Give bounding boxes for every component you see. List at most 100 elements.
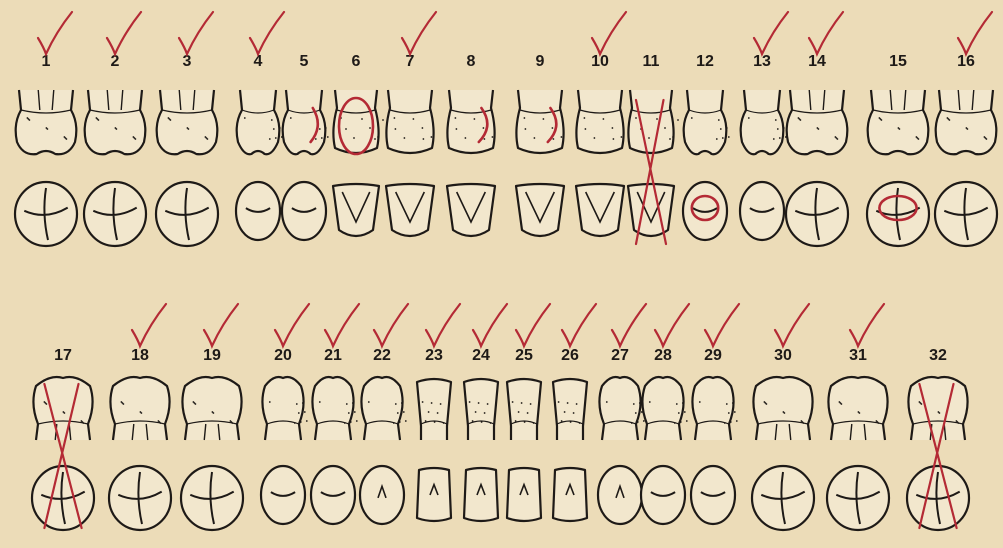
shading-dot	[515, 420, 517, 422]
shading-dot	[682, 402, 684, 404]
shading-dot	[273, 128, 275, 130]
tooth-crown-view	[684, 90, 727, 154]
shading-dot	[160, 422, 162, 424]
shading-dot	[699, 401, 701, 403]
tooth-occlusal-view	[333, 184, 379, 236]
shading-dot	[766, 403, 768, 405]
shading-dot	[269, 401, 271, 403]
shading-dot	[353, 137, 355, 139]
shading-dot	[724, 422, 726, 424]
shading-dot	[135, 138, 137, 140]
shading-dot	[170, 119, 172, 121]
shading-dot	[958, 422, 960, 424]
shading-dot	[304, 411, 306, 413]
shading-dot	[188, 128, 190, 130]
shading-dot	[141, 412, 143, 414]
tooth-crown-view	[753, 377, 812, 440]
shading-dot	[525, 128, 527, 130]
shading-dot	[350, 421, 352, 423]
shading-dot	[319, 128, 321, 130]
shading-dot	[518, 411, 520, 413]
tooth-occlusal-view	[516, 184, 564, 236]
shading-dot	[779, 137, 781, 139]
shading-dot	[232, 422, 234, 424]
shading-dot	[294, 422, 296, 424]
shading-dot	[298, 412, 300, 414]
shading-dot	[939, 412, 941, 414]
tooth-number: 18	[131, 347, 149, 364]
shading-dot	[344, 422, 346, 424]
tooth-crown-view	[868, 90, 929, 154]
tooth-crown-view	[936, 90, 997, 154]
shading-dot	[475, 411, 477, 413]
shading-dot	[425, 420, 427, 422]
shading-dot	[732, 402, 734, 404]
shading-dot	[777, 128, 779, 130]
shading-dot	[527, 412, 529, 414]
shading-dot	[881, 119, 883, 121]
shading-dot	[635, 412, 637, 414]
shading-dot	[878, 422, 880, 424]
shading-dot	[422, 401, 424, 403]
shading-dot	[781, 118, 783, 120]
shading-dot	[325, 127, 327, 129]
shading-dot	[552, 127, 554, 129]
shading-dot	[594, 137, 596, 139]
tooth-crown-view	[110, 377, 169, 440]
tooth-number: 29	[704, 347, 722, 364]
shading-dot	[493, 119, 495, 121]
shading-dot	[354, 411, 356, 413]
shading-dot	[323, 118, 325, 120]
tooth-number: 8	[467, 53, 476, 70]
tooth-number: 17	[54, 347, 72, 364]
shading-dot	[674, 422, 676, 424]
shading-dot	[404, 137, 406, 139]
shading-dot	[319, 401, 321, 403]
shading-dot	[584, 117, 586, 119]
shading-dot	[395, 403, 397, 405]
tooth-crown-view	[507, 379, 541, 440]
tooth-crown-view	[908, 377, 967, 440]
tooth-number: 27	[611, 347, 629, 364]
shading-dot	[356, 420, 358, 422]
shading-dot	[637, 421, 639, 423]
tooth-crown-view	[464, 379, 498, 440]
shading-dot	[277, 118, 279, 120]
shading-dot	[443, 422, 445, 424]
shading-dot	[484, 412, 486, 414]
shading-dot	[775, 119, 777, 121]
shading-dot	[455, 117, 457, 119]
shading-dot	[403, 411, 405, 413]
tooth-occlusal-view	[464, 468, 498, 521]
shading-dot	[534, 137, 536, 139]
shading-dot	[346, 403, 348, 405]
shading-dot	[633, 403, 635, 405]
shading-dot	[315, 138, 317, 140]
shading-dot	[207, 138, 209, 140]
shading-dot	[672, 136, 674, 138]
shading-dot	[530, 403, 532, 405]
shading-dot	[724, 118, 726, 120]
shading-dot	[29, 119, 31, 121]
tooth-crown-view	[576, 90, 623, 153]
shading-dot	[98, 119, 100, 121]
shading-dot	[66, 138, 68, 140]
shading-dot	[748, 117, 750, 119]
shading-dot	[656, 118, 658, 120]
shading-dot	[377, 136, 379, 138]
shading-dot	[800, 119, 802, 121]
shading-dot	[859, 412, 861, 414]
shading-dot	[720, 128, 722, 130]
shading-dot	[686, 420, 688, 422]
shading-dot	[434, 421, 436, 423]
shading-dot	[612, 127, 614, 129]
shading-dot	[300, 421, 302, 423]
shading-dot	[327, 136, 329, 138]
shading-dot	[564, 411, 566, 413]
tooth-crown-view	[85, 90, 146, 154]
shading-dot	[368, 401, 370, 403]
tooth-crown-view	[16, 90, 77, 154]
shading-dot	[676, 403, 678, 405]
tooth-crown-view	[828, 377, 887, 440]
shading-dot	[397, 412, 399, 414]
